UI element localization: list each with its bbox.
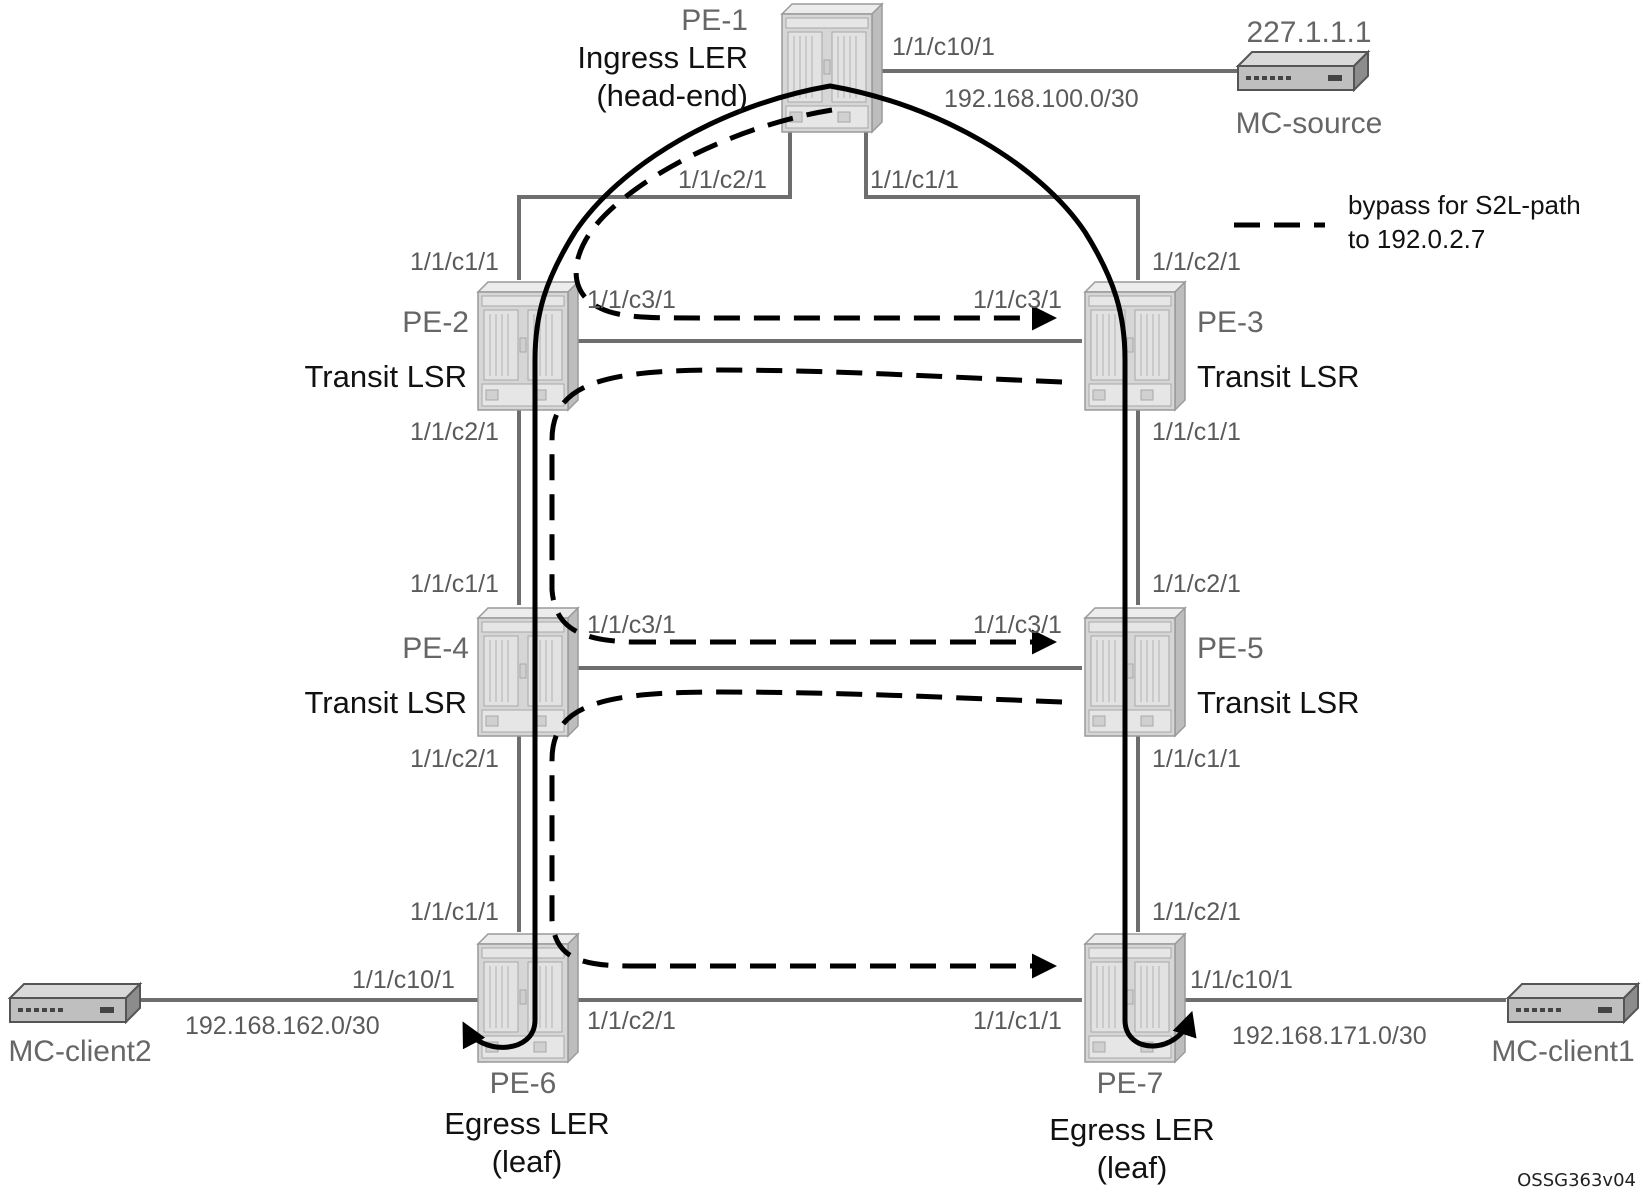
router-pe3-icon (1084, 281, 1186, 411)
pe4-role: Transit LSR (304, 685, 467, 720)
port-pe7-c10: 1/1/c10/1 (1190, 966, 1293, 994)
subnet-client2: 192.168.162.0/30 (185, 1012, 380, 1040)
pe3-role: Transit LSR (1197, 359, 1360, 394)
subnet-client1: 192.168.171.0/30 (1232, 1022, 1427, 1050)
pe7-role: Egress LER (1049, 1112, 1214, 1147)
router-pe4-icon (477, 607, 579, 737)
router-pe2-icon (477, 281, 579, 411)
primary-lsp-paths (462, 83, 1197, 1050)
device-labels: 227.1.1.1 MC-source MC-client2 MC-client… (8, 16, 1634, 1068)
router-pe5-icon (1084, 607, 1186, 737)
pe5-name: PE-5 (1197, 632, 1264, 665)
bypass-paths (549, 107, 1063, 979)
port-pe5-c3: 1/1/c3/1 (973, 611, 1062, 639)
mc-client1-icon (1507, 983, 1639, 1023)
port-pe6-c10: 1/1/c10/1 (352, 966, 455, 994)
mc-client2-name: MC-client2 (8, 1035, 151, 1068)
port-pe7-c2: 1/1/c2/1 (1152, 898, 1241, 926)
router-pe6-icon (477, 933, 579, 1063)
mc-source-icon (1237, 51, 1369, 91)
pe2-role: Transit LSR (304, 359, 467, 394)
subnet-labels: 192.168.100.0/30 192.168.162.0/30 192.16… (185, 85, 1427, 1050)
legend: bypass for S2L-path to 192.0.2.7 (1234, 190, 1581, 254)
pe1-name: PE-1 (681, 4, 748, 37)
subnet-source: 192.168.100.0/30 (944, 85, 1139, 113)
bypass-pe5-pe6 (549, 689, 1063, 969)
legend-line-2: to 192.0.2.7 (1348, 224, 1485, 254)
s2l-path-to-pe7-arrow (827, 83, 1197, 1049)
port-pe6-c1: 1/1/c1/1 (410, 898, 499, 926)
port-pe1-c2: 1/1/c2/1 (678, 166, 767, 194)
pe2-name: PE-2 (402, 306, 469, 339)
port-pe2-c2: 1/1/c2/1 (410, 418, 499, 446)
mc-client2-icon (9, 983, 141, 1023)
pe1-role: Ingress LER (577, 40, 748, 75)
s2l-path-to-pe6-arrow (462, 83, 833, 1050)
port-pe3-c1: 1/1/c1/1 (1152, 418, 1241, 446)
figure-id: OSSG363v04 (1517, 1170, 1636, 1191)
bypass-pe3-pe4 (549, 367, 1063, 645)
port-pe2-c3: 1/1/c3/1 (587, 286, 676, 314)
router-pe1-icon (781, 3, 883, 133)
port-pe2-c1: 1/1/c1/1 (410, 248, 499, 276)
port-pe5-c2: 1/1/c2/1 (1152, 570, 1241, 598)
pe4-name: PE-4 (402, 632, 469, 665)
port-pe3-c2: 1/1/c2/1 (1152, 248, 1241, 276)
bypass-pe1-pe3-arrow (573, 107, 1057, 331)
pe5-role: Transit LSR (1197, 685, 1360, 720)
port-pe4-c3: 1/1/c3/1 (587, 611, 676, 639)
pe3-name: PE-3 (1197, 306, 1264, 339)
mc-source-name: MC-source (1236, 107, 1383, 140)
port-pe7-c1: 1/1/c1/1 (973, 1007, 1062, 1035)
node-labels: PE-1 Ingress LER (head-end) PE-2 Transit… (304, 4, 1359, 1185)
pe6-name: PE-6 (490, 1067, 557, 1100)
mc-client1-name: MC-client1 (1491, 1035, 1634, 1068)
link-pe1-pe2 (517, 126, 792, 280)
port-pe3-c3: 1/1/c3/1 (973, 286, 1062, 314)
port-pe5-c1: 1/1/c1/1 (1152, 745, 1241, 773)
pe1-role-qualifier: (head-end) (596, 78, 748, 113)
pe7-name: PE-7 (1097, 1067, 1164, 1100)
physical-links (140, 69, 1506, 1002)
port-pe6-c2: 1/1/c2/1 (587, 1007, 676, 1035)
mc-source-address: 227.1.1.1 (1246, 16, 1371, 49)
port-pe4-c2: 1/1/c2/1 (410, 745, 499, 773)
port-pe4-c1: 1/1/c1/1 (410, 570, 499, 598)
pe6-role: Egress LER (444, 1106, 609, 1141)
pe6-role-qualifier: (leaf) (492, 1144, 563, 1179)
port-pe1-c1: 1/1/c1/1 (870, 166, 959, 194)
pe7-role-qualifier: (leaf) (1097, 1150, 1168, 1185)
legend-line-1: bypass for S2L-path (1348, 190, 1581, 220)
link-pe1-pe3 (864, 126, 1140, 280)
port-pe1-c10: 1/1/c10/1 (892, 33, 995, 61)
port-labels: 1/1/c10/1 1/1/c2/1 1/1/c1/1 1/1/c1/1 1/1… (352, 33, 1293, 1035)
